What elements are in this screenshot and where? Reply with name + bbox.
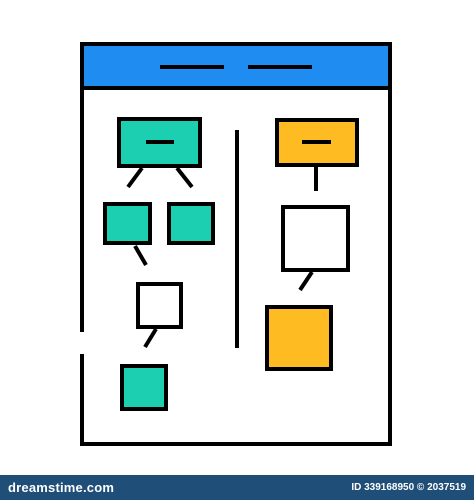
connector-root-left bbox=[126, 166, 144, 189]
node-teal-leaf bbox=[120, 364, 168, 411]
footer-brand: dreamstime.com bbox=[8, 480, 115, 495]
window-title-bar bbox=[80, 42, 392, 90]
watermark-footer: dreamstime.com ID 339168950 © 2037519 bbox=[0, 475, 474, 500]
node-teal-child-left bbox=[103, 202, 152, 245]
frame-gap bbox=[78, 332, 86, 354]
node-teal-child-right bbox=[167, 202, 215, 245]
connector-child-down bbox=[133, 244, 148, 267]
node-orange-leaf bbox=[265, 305, 333, 371]
connector-white-large-down bbox=[298, 270, 314, 292]
connector-root-right bbox=[175, 166, 194, 189]
flowchart-window-icon bbox=[78, 42, 392, 446]
node-white-small bbox=[136, 282, 183, 329]
connector-white-down bbox=[143, 327, 158, 349]
node-white-large bbox=[281, 205, 350, 272]
footer-image-id: ID 339168950 © 2037519 bbox=[351, 482, 466, 493]
